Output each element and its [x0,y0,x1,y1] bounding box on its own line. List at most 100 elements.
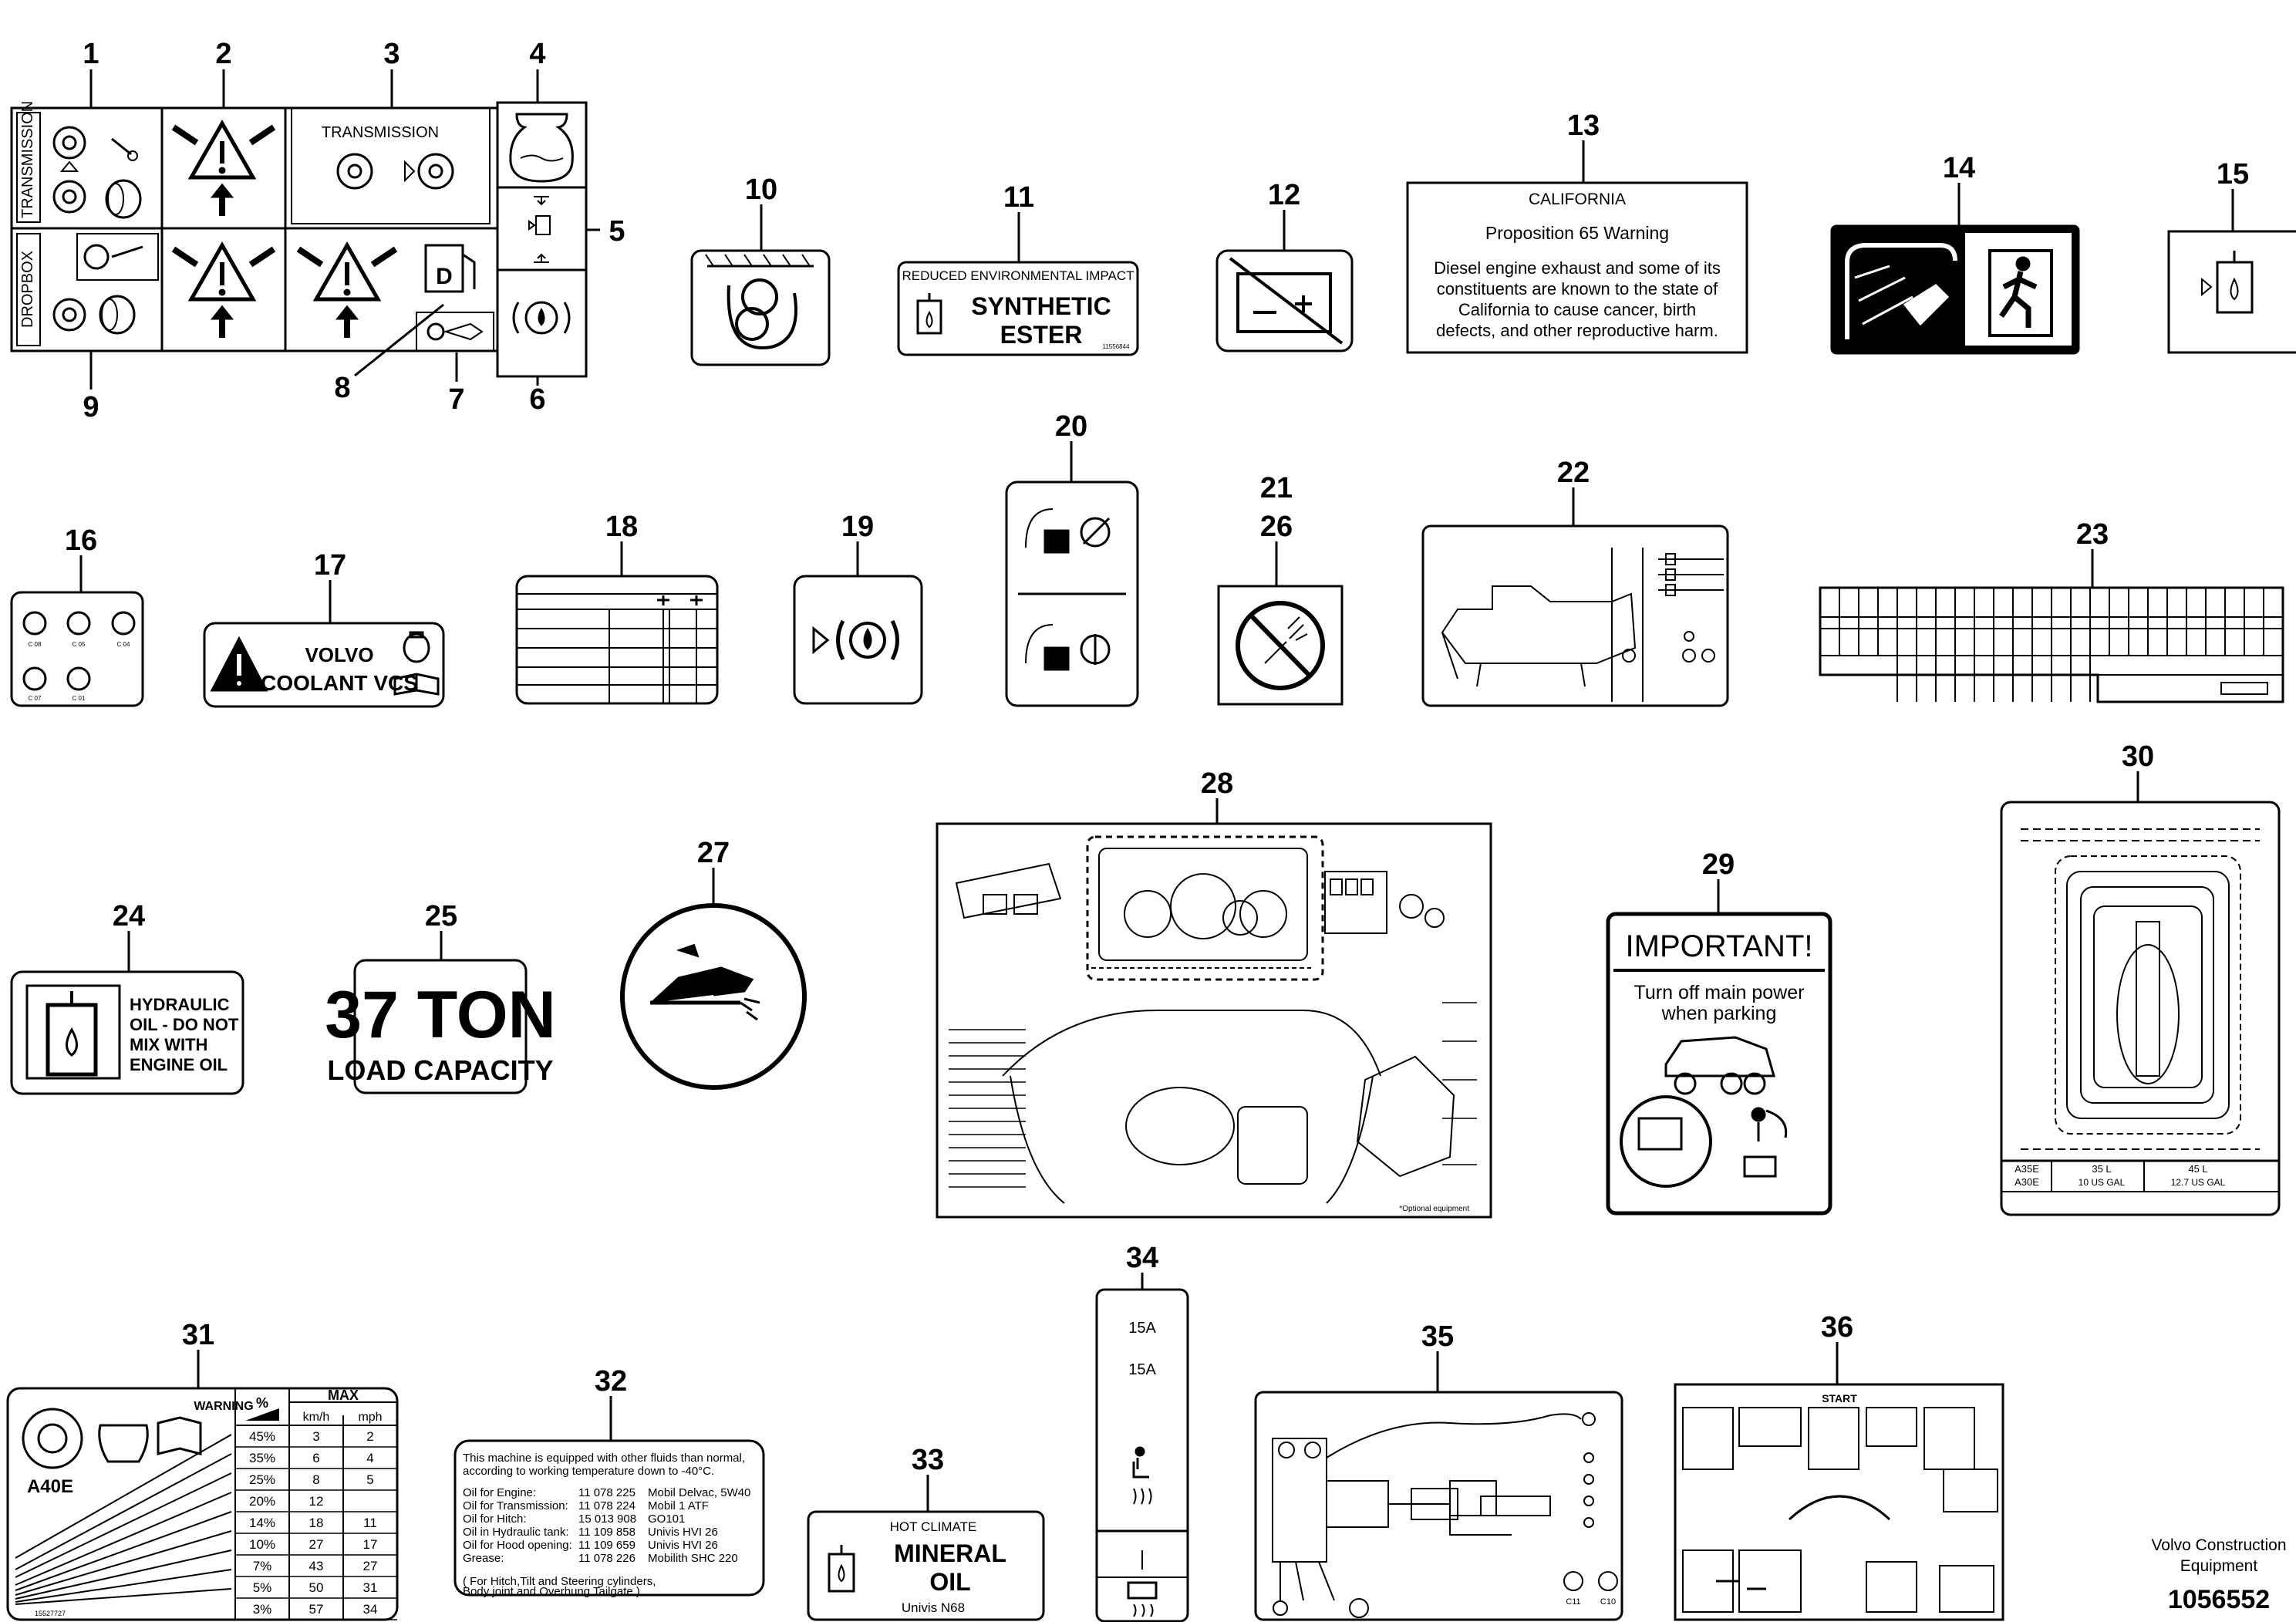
decal-25-sub: LOAD CAPACITY [327,1054,553,1086]
table-cell: 11 [363,1516,377,1530]
manual-book-icon [393,673,440,696]
decal-35-wiring: C11 C10 [1254,1391,1623,1621]
fluid-cell: 11 109 659 [578,1539,636,1552]
seat-heater-icon [1132,1446,1152,1505]
table-cell: 3% [253,1602,272,1617]
decal-13-line: constituents are known to the state of [1437,279,1718,298]
magnifier-circle-icon [1620,1095,1712,1188]
table-cell: 50 [309,1580,324,1595]
callout-12: 12 [1268,179,1300,211]
manual-book-icon [157,1416,202,1455]
table-cell: 18 [309,1516,324,1530]
decal-31-part: 15527727 [35,1610,66,1617]
decal-16-label: C 04 [117,641,130,648]
callout-35: 35 [1421,1320,1454,1353]
fluid-cell: 11 109 858 [578,1526,636,1539]
decal-34-fuse: 15A [1128,1361,1156,1378]
decal-27-hand-crush [620,903,807,1090]
decal-23-switch-panel [1819,586,2284,703]
footer-company: Volvo Construction [2151,1536,2286,1554]
tank-icon [46,991,98,1077]
table-cell: 45% [249,1429,275,1444]
switch-grid [1839,588,2268,702]
dipstick-icon [111,137,138,161]
decal-32-intro: according to working temperature down to… [463,1465,714,1478]
callout-32: 32 [595,1365,627,1398]
decal-30-foot: A35E [2014,1163,2039,1175]
decal-24-line: MIX WITH [130,1035,207,1054]
callout-34: 34 [1126,1242,1158,1274]
callout-13: 13 [1567,110,1600,142]
gear-icon [52,126,86,214]
level-icon [528,196,551,263]
decal-18-table [515,575,719,705]
fluid-cell: Mobil 1 ATF [648,1499,709,1512]
decal-20-lever [1005,481,1139,707]
warning-triangle-icon [171,241,276,338]
decal-14-emergency-exit [1830,224,2080,355]
brake-oil-icon [512,301,571,335]
decal-33-bottom: Univis N68 [902,1600,965,1615]
decal-24-line: HYDRAULIC [130,995,230,1014]
decal-34-fuse: 15A [1128,1320,1156,1337]
fluid-cell: GO101 [648,1512,685,1526]
fluid-cell: Univis HVI 26 [648,1526,718,1539]
table-cell: 57 [309,1602,324,1617]
table-cell: 34 [363,1602,378,1617]
coolant-tank-icon [403,631,430,663]
decal-33-mineral-oil: HOT CLIMATE MINERAL OIL Univis N68 [807,1510,1045,1621]
callout-8: 8 [334,372,350,404]
callout-28: 28 [1201,767,1233,800]
decal-29-important: IMPORTANT! Turn off main power when park… [1606,912,1832,1216]
decal-16-fuse-holes: C 08 C 05 C 04 C 07 C 01 [10,591,144,707]
decal-32-foot: ( For Hitch,Tilt and Steering cylinders, [463,1575,656,1588]
decal-30-foot: 35 L [2092,1163,2111,1175]
fuel-letter: D [436,264,453,289]
drawing-number: 1056552 [2168,1585,2270,1614]
brake-oil-icon [812,619,899,661]
gear-icon-dropbox [52,298,86,332]
decal-17-brand: VOLVO [305,643,373,666]
callout-31: 31 [182,1319,214,1351]
decal-13-line: Diesel engine exhaust and some of its [1434,258,1721,278]
table-cell: 3 [312,1429,319,1444]
decal-24-line: OIL - DO NOT [130,1015,239,1034]
decal-30-foot: 45 L [2188,1163,2207,1175]
decal-30-foot: A30E [2014,1176,2039,1188]
decal-11-part: 11556844 [1103,343,1131,350]
hand-injury-icon [650,943,760,1021]
decal-25-load-capacity: 37 TON LOAD CAPACITY [325,959,556,1094]
decal-11-top: REDUCED ENVIRONMENTAL IMPACT [902,268,1135,283]
callout-5: 5 [609,215,625,248]
hook-icon [727,278,797,349]
callout-25: 25 [425,900,457,932]
table-cell: 7% [253,1559,272,1573]
table-cell: 17 [363,1537,378,1552]
decal-30-foot: 12.7 US GAL [2171,1177,2226,1188]
callout-33: 33 [912,1444,944,1476]
rotating-lever-icon [1025,508,1111,554]
callout-20: 20 [1055,410,1087,443]
callout-15: 15 [2217,158,2249,191]
dropbox-vertical-label: DROPBOX [19,251,36,328]
callout-7: 7 [448,383,464,416]
callout-30: 30 [2122,740,2154,773]
fluid-cell: Mobilith SHC 220 [648,1552,738,1565]
decal-32-fluids: This machine is equipped with other flui… [453,1439,765,1598]
decal-16-label: C 05 [72,641,86,648]
table-cell: 25% [249,1472,275,1487]
warning-triangle-icon [210,636,268,692]
table-cell: 5 [366,1472,373,1487]
table-cell: 27 [309,1537,324,1552]
decal-31-header: % [256,1395,268,1411]
decal-28-dashboard: *Optional equipment 15002453 [936,822,1492,1219]
decal-15-hydraulic-level [2167,230,2296,354]
oil-tank-icon [98,1424,149,1463]
decal-11-line2: ESTER [1000,321,1083,349]
callout-3: 3 [383,38,400,70]
callout-numbers: 1 2 3 4 5 6 7 8 9 10 11 12 13 14 15 16 1… [65,38,2249,1476]
footer-company-line2: Equipment [2180,1557,2258,1575]
decal-25-big: 37 TON [325,978,556,1052]
